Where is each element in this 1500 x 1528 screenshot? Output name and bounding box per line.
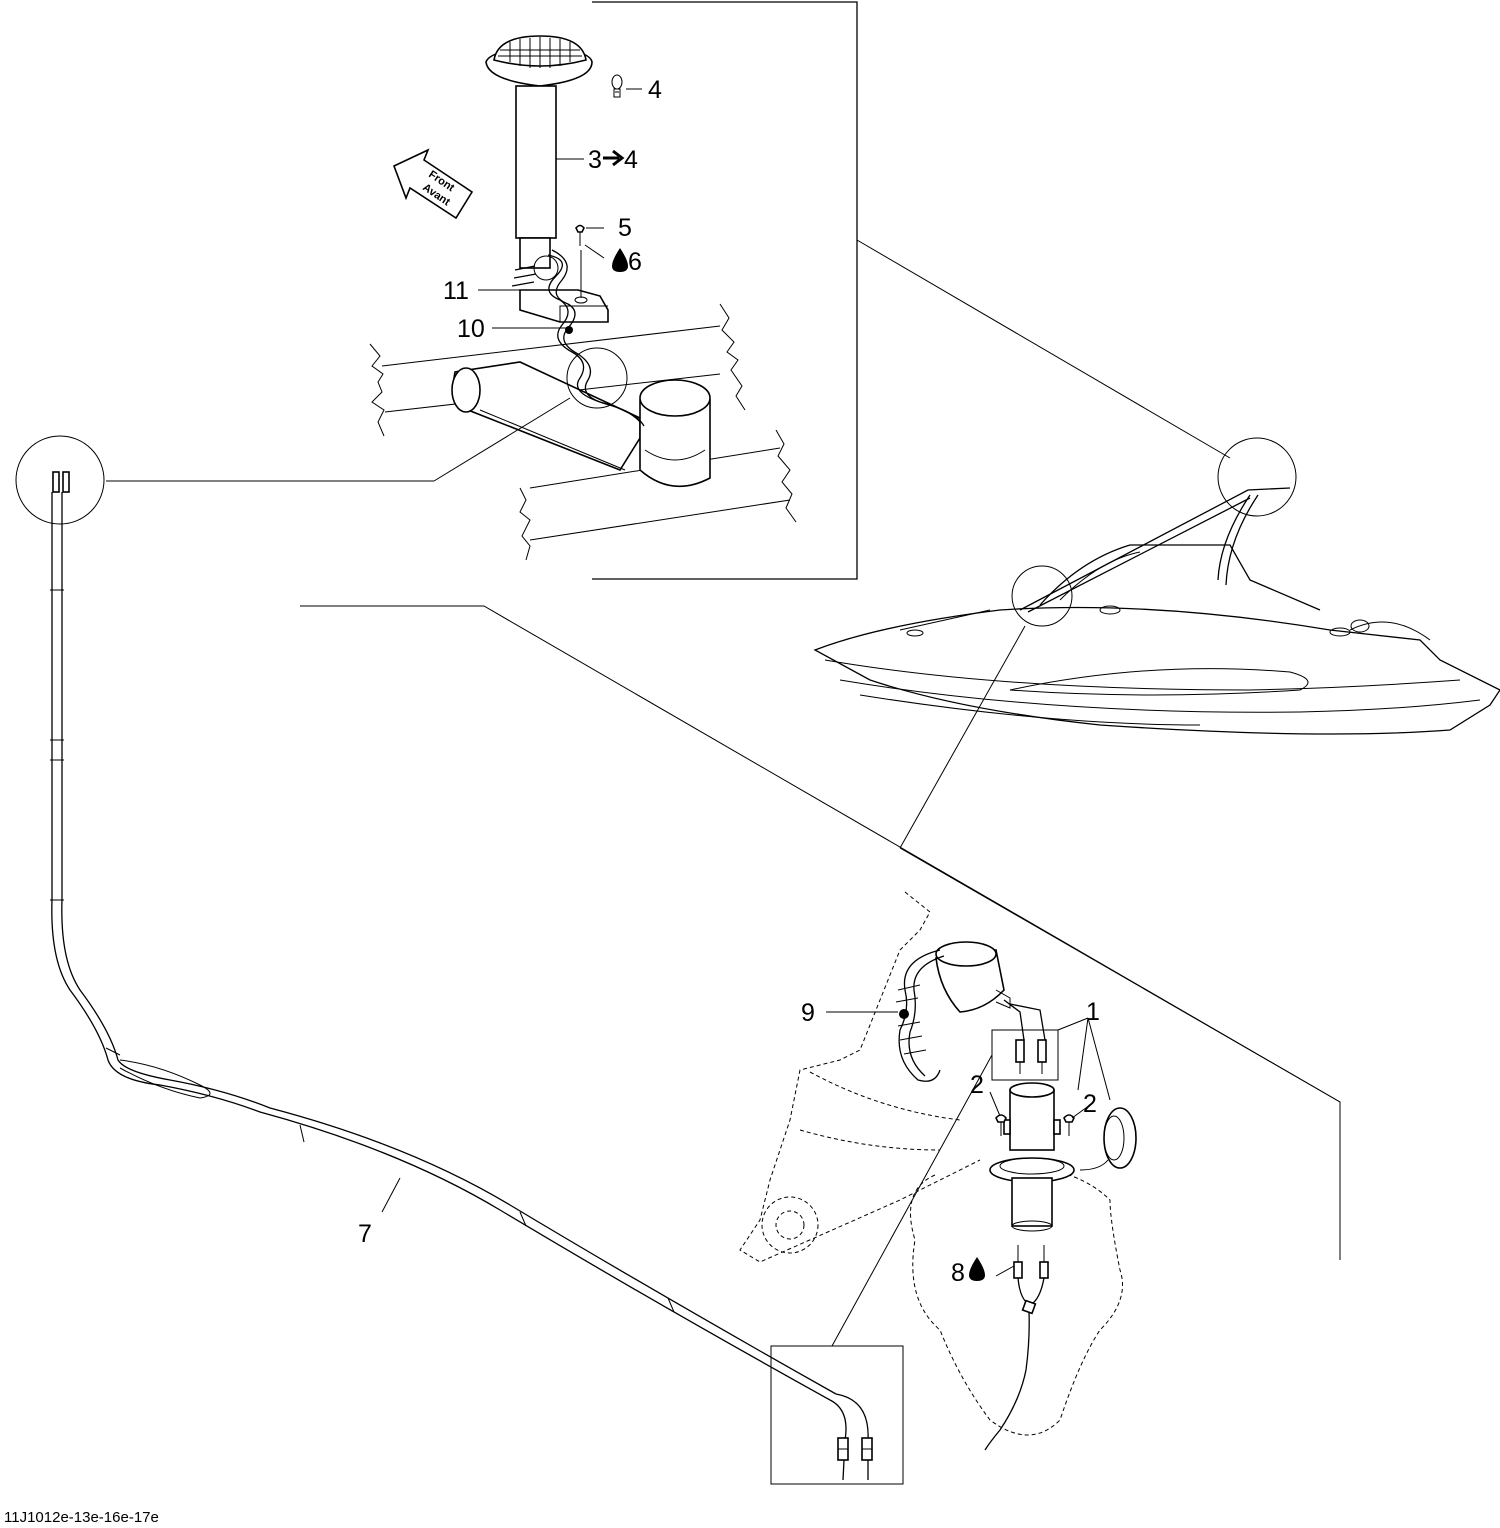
screws-2 [995, 1114, 1075, 1136]
light-housing-lower [935, 941, 1046, 1041]
detail-frame [592, 1, 858, 580]
callout-1: 1 [1086, 998, 1100, 1026]
socket-connector-box [991, 1029, 1059, 1081]
callout-11: 11 [443, 277, 469, 305]
right-arrow-icon [603, 149, 625, 167]
hull-outline-dashed [739, 891, 1123, 1436]
lower-leaders [826, 1011, 1111, 1347]
detail-leaders [106, 88, 1231, 482]
lower-connectors [984, 1245, 1049, 1451]
callout-6: 6 [628, 248, 642, 276]
callout-9: 9 [801, 999, 815, 1027]
all-around-light [485, 35, 645, 427]
wiring-harness [50, 471, 873, 1481]
coiled-cable [895, 949, 945, 1082]
callout-2a: 2 [970, 1071, 984, 1099]
connector-detail-box [770, 1345, 904, 1485]
callout-10: 10 [457, 315, 485, 343]
socket-cap [1079, 1107, 1137, 1171]
mounting-rail [451, 361, 641, 471]
drop-icon [969, 1257, 985, 1281]
leader-7 [381, 1177, 401, 1213]
callout-5: 5 [618, 214, 632, 242]
callout-3: 3 [588, 146, 602, 174]
callout-8: 8 [951, 1259, 965, 1287]
socket-body [989, 1082, 1075, 1232]
boat-leader [899, 625, 1026, 849]
diagram-code: 11J1012e-13e-16e-17e [4, 1509, 159, 1526]
callout-2b: 2 [1083, 1090, 1097, 1118]
boat-circle-tower [1217, 437, 1297, 517]
cleat [639, 379, 711, 488]
callout-7: 7 [358, 1220, 372, 1248]
guide-lines [300, 605, 1341, 1260]
boat [813, 487, 1500, 735]
socket-connectors [1015, 1039, 1047, 1074]
drop-icon [612, 248, 628, 272]
bulb-icon [611, 74, 623, 98]
screw-part [574, 224, 588, 304]
detail-circle-deck [566, 347, 628, 409]
front-arrow-icon: Front Avant [392, 148, 474, 220]
harness-end-circle [15, 435, 105, 525]
callout-3-target: 4 [624, 146, 638, 174]
boat-circle-deck [1011, 565, 1073, 627]
callout-4: 4 [648, 76, 662, 104]
